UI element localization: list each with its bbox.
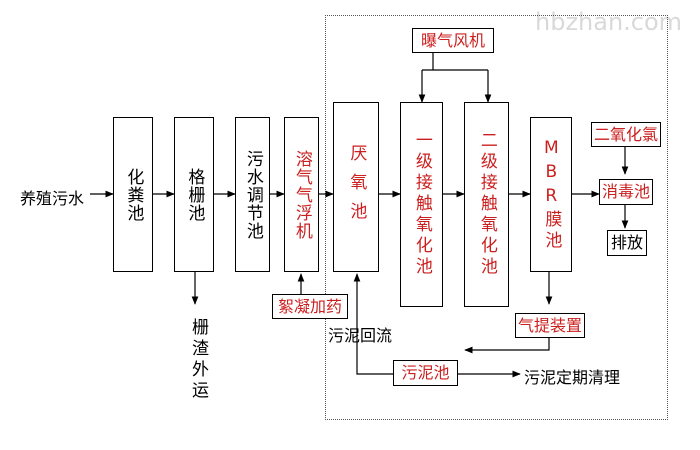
sludge-return-label: 污泥回流	[328, 326, 393, 345]
sludge-tank-box: 污泥池	[393, 360, 458, 386]
daf-box: 溶气气浮机	[284, 117, 319, 272]
contact-oxidation-2-box: 二级接触氧化池	[464, 102, 509, 307]
aeration-blower-box: 曝气风机	[412, 28, 494, 53]
flocculant-dosing-label: 絮凝加药	[277, 296, 342, 316]
mbr-tank-label: MBR膜池	[541, 137, 562, 252]
screenings-transport-label: 栅渣外运	[188, 318, 208, 402]
contact-oxidation-1-label: 一级接触氧化池	[411, 131, 432, 278]
septic-tank-box: 化粪池	[113, 117, 153, 272]
anaerobic-tank-box: 厌氧池	[333, 102, 379, 272]
equalization-tank-label: 污水调节池	[242, 149, 263, 240]
grid-tank-label: 格栅池	[184, 167, 205, 222]
arrow-airlift-to-sludge-tank	[464, 338, 550, 354]
watermark: hbzhan.com	[535, 8, 683, 36]
contact-oxidation-2-label: 二级接触氧化池	[476, 131, 497, 278]
aeration-blower-label: 曝气风机	[420, 30, 485, 50]
grid-tank-box: 格栅池	[174, 117, 214, 272]
arrow-sludge-return	[353, 273, 393, 375]
daf-label: 溶气气浮机	[291, 149, 312, 240]
input-label: 养殖污水	[20, 189, 85, 208]
air-lift-device-box: 气提装置	[515, 313, 585, 338]
disinfection-tank-box: 消毒池	[599, 179, 653, 205]
chlorine-dioxide-box: 二氧化氯	[591, 122, 661, 147]
sludge-tank-label: 污泥池	[401, 363, 450, 383]
discharge-box: 排放	[607, 230, 647, 256]
discharge-label: 排放	[610, 233, 643, 253]
chlorine-dioxide-label: 二氧化氯	[593, 124, 658, 144]
dashed-boundary	[325, 15, 668, 420]
anaerobic-tank-label: 厌氧池	[346, 143, 367, 231]
septic-tank-label: 化粪池	[123, 167, 144, 222]
contact-oxidation-1-box: 一级接触氧化池	[400, 102, 443, 307]
sludge-cleaning-label: 污泥定期清理	[524, 368, 621, 387]
disinfection-tank-label: 消毒池	[601, 182, 650, 202]
equalization-tank-box: 污水调节池	[235, 117, 270, 272]
flocculant-dosing-box: 絮凝加药	[272, 294, 348, 319]
air-lift-device-label: 气提装置	[517, 315, 582, 335]
mbr-tank-box: MBR膜池	[530, 117, 572, 272]
